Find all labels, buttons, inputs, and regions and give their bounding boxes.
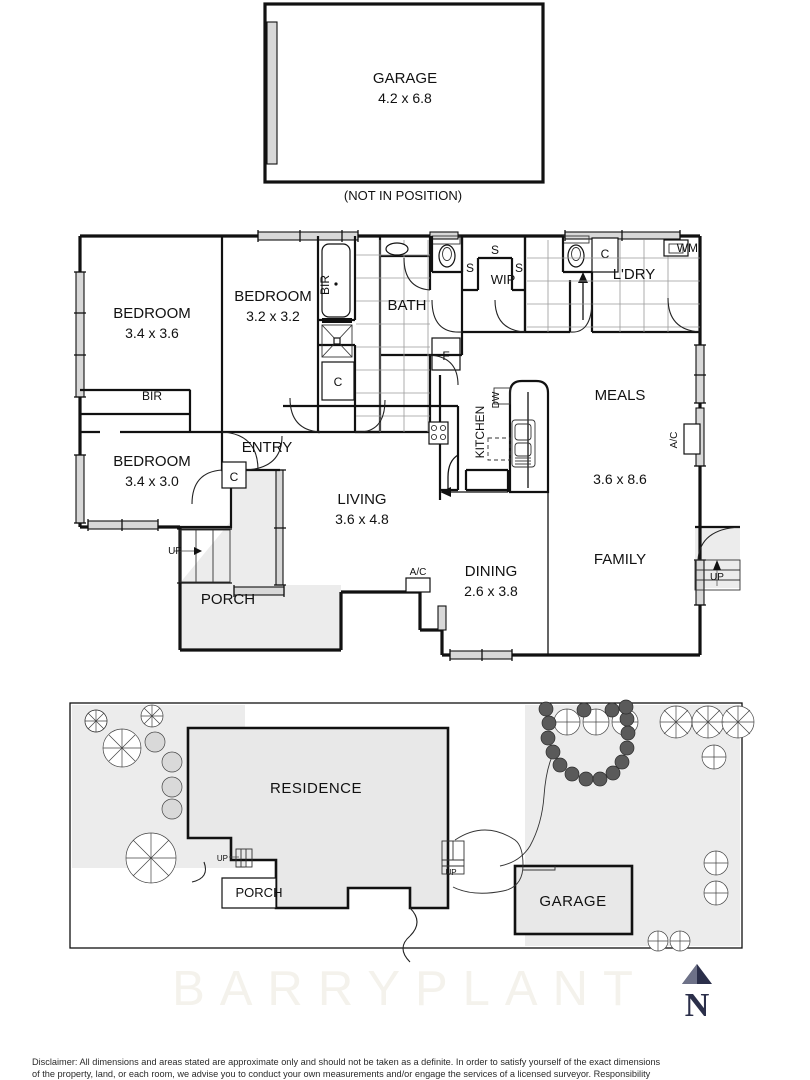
site-up-label-right: UP	[445, 868, 456, 877]
door-swings	[191, 257, 701, 505]
disclaimer-line-1: Disclaimer: All dimensions and areas sta…	[32, 1057, 661, 1067]
bath-closet	[321, 361, 355, 401]
entry-label: ENTRY	[242, 439, 293, 456]
family-label: FAMILY	[594, 551, 646, 568]
hall-direction-arrow	[578, 272, 588, 320]
site-plan: RESIDENCE PORCH UP UP GARAGE	[69, 699, 755, 963]
ac-label-right: A/C	[669, 432, 680, 449]
porch-label: PORCH	[201, 591, 255, 608]
bedroom2-label: BEDROOM	[234, 288, 312, 305]
toilet-icon-1	[431, 235, 461, 268]
site-steps-right	[441, 840, 465, 875]
exterior-windows-top	[257, 230, 681, 242]
site-garage-label: GARAGE	[539, 893, 606, 910]
wip-label: WIP	[491, 272, 516, 287]
site-trees-right	[553, 705, 755, 952]
bath-label: BATH	[388, 297, 427, 314]
bir-horizontal-label: BIR	[142, 389, 162, 403]
entry-closet	[221, 461, 247, 489]
site-porch-label: PORCH	[236, 885, 283, 900]
kitchen-appliance-dashed	[487, 437, 511, 461]
washing-machine-label: WM	[677, 241, 698, 255]
site-up-label-left: UP	[217, 854, 228, 863]
detached-garage-block: GARAGE 4.2 x 6.8 (NOT IN POSITION)	[263, 2, 545, 203]
garage-position-note: (NOT IN POSITION)	[344, 188, 462, 203]
dishwasher-icon	[493, 387, 511, 405]
dishwasher-label: DW	[491, 391, 502, 408]
site-steps-left	[229, 848, 253, 868]
ac-unit-bottom	[405, 577, 431, 593]
exterior-windows-left	[74, 271, 86, 524]
site-residence-label: RESIDENCE	[270, 780, 362, 797]
up-label-porch: UP	[168, 546, 182, 557]
closet-bath-label: C	[334, 375, 343, 389]
disclaimer-block: Disclaimer: All dimensions and areas sta…	[32, 1057, 782, 1080]
site-hedge-arc	[538, 699, 636, 787]
bedroom1-label: BEDROOM	[113, 305, 191, 322]
ac-label-bottom: A/C	[410, 567, 427, 578]
bedroom3-label: BEDROOM	[113, 453, 191, 470]
bathtub-icon	[321, 243, 351, 318]
porch-glazing	[274, 469, 286, 586]
bedroom1-dimensions: 3.4 x 3.6	[125, 325, 179, 341]
basin-icon	[385, 242, 409, 256]
site-paths	[452, 751, 556, 894]
up-label-rear: UP	[710, 572, 724, 583]
shelf-label-1: S	[491, 243, 499, 257]
main-floor-plan: C BIR BIR S S S WIP	[74, 230, 741, 661]
garage-dimensions: 4.2 x 6.8	[378, 90, 432, 106]
shower-icon	[321, 324, 353, 358]
kitchen-label: KITCHEN	[473, 406, 487, 459]
living-dimensions: 3.6 x 4.8	[335, 511, 389, 527]
front-steps	[174, 528, 232, 584]
closet-ldry-label: C	[601, 247, 610, 261]
disclaimer-line-2: of the property, land, or each room, we …	[32, 1068, 651, 1079]
site-porch-box	[221, 877, 277, 909]
closet-entry-label: C	[230, 470, 239, 484]
sink-icon	[511, 419, 536, 468]
bir-vertical-label: BIR	[318, 275, 332, 295]
dining-dimensions: 2.6 x 3.8	[464, 583, 518, 599]
living-label: LIVING	[337, 491, 386, 508]
shelf-label-3: S	[515, 261, 523, 275]
laundry-label: L'DRY	[613, 266, 656, 283]
north-arrow	[682, 964, 712, 984]
meals-dimensions: 3.6 x 8.6	[593, 471, 647, 487]
bedroom2-dimensions: 3.2 x 3.2	[246, 308, 300, 324]
porch-shading	[180, 469, 341, 650]
exterior-windows-bottom	[87, 519, 513, 661]
bedroom3-dimensions: 3.4 x 3.0	[125, 473, 179, 489]
shelf-label-2: S	[466, 261, 474, 275]
rear-steps	[694, 525, 741, 591]
site-trees-left	[84, 704, 183, 884]
ldry-closet	[591, 237, 619, 273]
meals-label: MEALS	[595, 387, 646, 404]
cooktop-icon	[428, 421, 449, 445]
site-garage-outline	[513, 864, 634, 936]
bath-tile-grid	[356, 240, 430, 432]
kitchen-direction-arrow	[440, 487, 508, 497]
toilet-icon-2	[562, 235, 590, 268]
garage-label: GARAGE	[373, 70, 437, 87]
ac-unit-right	[683, 423, 701, 455]
laundry-tile-grid	[527, 240, 700, 332]
north-label: N	[685, 987, 710, 1024]
dining-label: DINING	[465, 563, 518, 580]
site-residence-outline	[186, 726, 450, 910]
